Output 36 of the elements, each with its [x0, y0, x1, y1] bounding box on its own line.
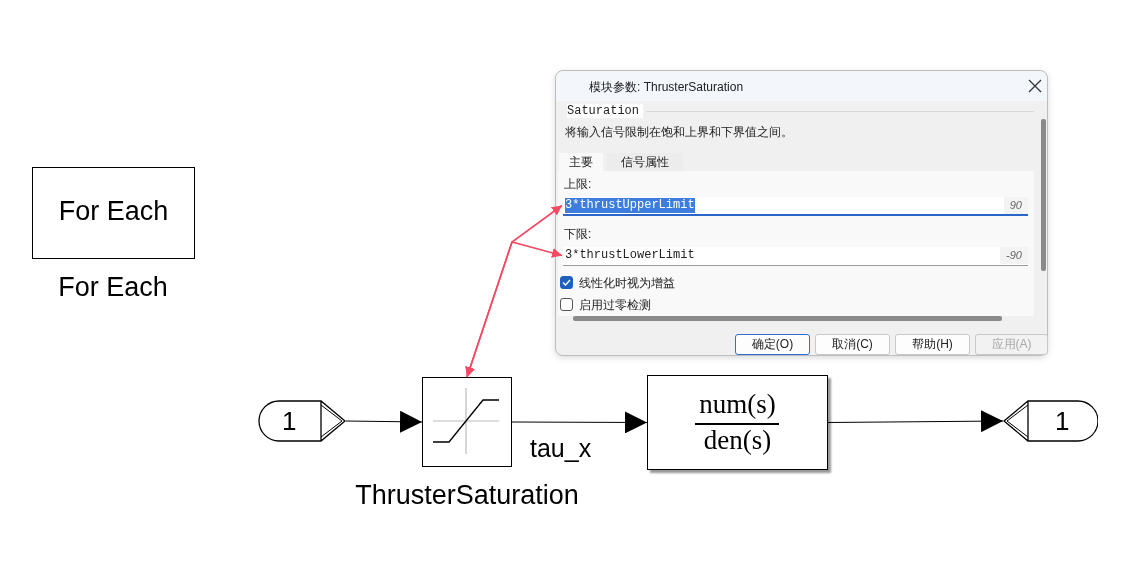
- port-number: 1: [282, 406, 297, 437]
- value-hint: 90: [1003, 197, 1028, 214]
- dialog-window: [555, 70, 1048, 356]
- input-field: [563, 247, 1028, 266]
- field-value: 3*thrustLowerLimit: [565, 248, 695, 263]
- saturation-block: [422, 377, 512, 467]
- field-label: 上限:: [564, 176, 592, 193]
- dialog-button: 确定(O): [735, 334, 810, 355]
- formula-text: den(s): [702, 425, 773, 456]
- input-field: [563, 197, 1028, 216]
- signal-arrow: [345, 410, 423, 433]
- checkbox-label: 启用过零检测: [579, 297, 651, 314]
- tab: 信号属性: [607, 153, 683, 171]
- group-heading: Saturation: [567, 104, 643, 118]
- port-number: 1: [1055, 406, 1070, 437]
- outport-block: [1003, 400, 1098, 442]
- signal-arrow: [511, 411, 648, 434]
- dialog-button: 取消(C): [815, 334, 890, 355]
- inport-block: [258, 400, 346, 442]
- dialog-button: 帮助(H): [895, 334, 970, 355]
- checkbox-label: 线性化时视为增益: [579, 275, 675, 292]
- block-label: For Each: [57, 196, 170, 227]
- field-label: 下限:: [564, 226, 592, 243]
- transfer-function-block: [647, 375, 828, 470]
- block-name: ThrusterSaturation: [354, 480, 580, 511]
- value-hint: -90: [1000, 247, 1028, 264]
- tab: 主要: [559, 153, 603, 171]
- signal-arrow: [827, 410, 1004, 433]
- dialog-button: 应用(A): [975, 334, 1048, 355]
- block-name: For Each: [57, 272, 169, 303]
- subsystem-block: [32, 167, 195, 259]
- description-text: 将输入信号限制在饱和上界和下界值之间。: [565, 124, 793, 141]
- dialog-title: 模块参数: ThrusterSaturation: [589, 79, 744, 96]
- formula-text: num(s): [698, 389, 777, 420]
- field-value: 3*thrustUpperLimit: [565, 198, 695, 213]
- leader-arrow: [465, 241, 563, 378]
